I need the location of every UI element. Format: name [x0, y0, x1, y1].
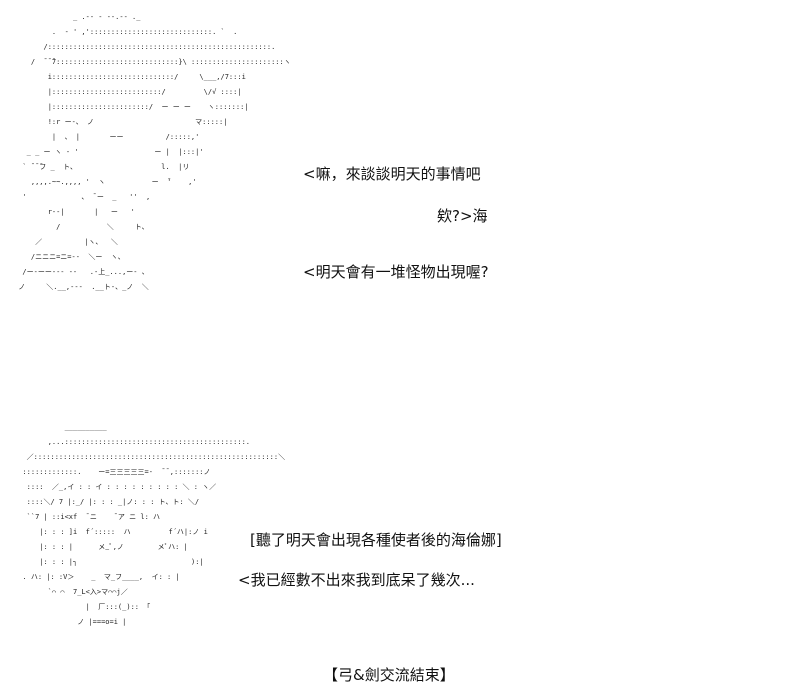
dialogue-top-2: 欸?>海: [437, 207, 488, 225]
dialogue-top-3: <明天會有一堆怪物出現喔?: [303, 263, 489, 281]
end-note: 【弓&劍交流結束】: [323, 666, 455, 684]
ascii-art-bottom: __________ ,...:::::::::::::::::::::::::…: [22, 423, 286, 626]
dialogue-top-1: <嘛，來談談明天的事情吧: [303, 165, 481, 183]
ascii-art-top: _ .-- - --.-- ._ . - ' ,':::::::::::::::…: [18, 13, 291, 291]
dialogue-bottom-2: <我已經數不出來我到底呆了幾次...: [238, 571, 475, 589]
dialogue-bottom-1: [聽了明天會出現各種使者後的海倫娜]: [250, 531, 502, 549]
